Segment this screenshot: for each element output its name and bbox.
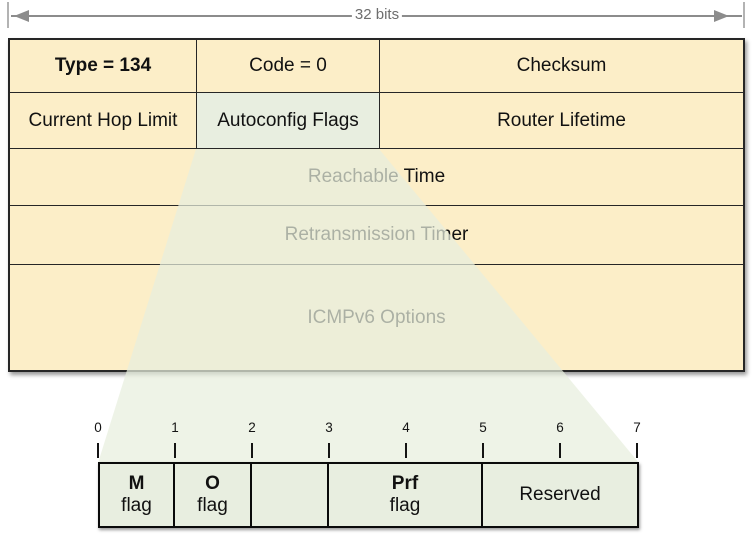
flag-cell-o: O flag (175, 464, 252, 526)
flag-cell-m: M flag (100, 464, 175, 526)
bit-width-indicator: 32 bits (0, 0, 754, 34)
field-autoconfig-flags: Autoconfig Flags (197, 93, 380, 149)
left-end-tick (7, 2, 9, 28)
bit-label-5: 5 (479, 420, 487, 435)
bit-tick-1 (174, 443, 176, 458)
flag-o-letter: O (205, 473, 220, 494)
field-retransmission-timer: Retransmission Timer (10, 206, 743, 265)
flag-reserved-label: Reserved (519, 484, 601, 505)
flag-prf-word: flag (389, 495, 421, 516)
bit-tick-7 (636, 443, 638, 458)
bit-tick-4 (405, 443, 407, 458)
bit-label-2: 2 (248, 420, 256, 435)
right-end-tick (743, 2, 745, 28)
field-code: Code = 0 (197, 40, 380, 93)
flag-cell-reserved: Reserved (483, 464, 637, 526)
flag-m-letter: M (128, 473, 145, 494)
bit-tick-2 (251, 443, 253, 458)
bit-label-0: 0 (94, 420, 102, 435)
bit-tick-6 (559, 443, 561, 458)
field-icmpv6-options: ICMPv6 Options (307, 306, 446, 328)
bit-label-4: 4 (402, 420, 410, 435)
arrow-left-icon (14, 10, 29, 22)
bit-label-6: 6 (556, 420, 564, 435)
bit-label-1: 1 (171, 420, 179, 435)
packet-table: Type = 134 Code = 0 Checksum Current Hop… (8, 38, 745, 372)
bit-label-3: 3 (325, 420, 333, 435)
field-router-lifetime: Router Lifetime (380, 93, 743, 149)
autoconfig-flags-table: M flag O flag Prf flag Reserved (98, 462, 639, 528)
field-type: Type = 134 (10, 40, 197, 93)
flag-cell-prf: Prf flag (329, 464, 483, 526)
bit-label-7: 7 (633, 420, 641, 435)
flag-m-word: flag (121, 495, 152, 516)
bit-tick-5 (482, 443, 484, 458)
field-reachable-time: Reachable Time (10, 149, 743, 206)
field-current-hop-limit: Current Hop Limit (10, 93, 197, 149)
width-label: 32 bits (351, 5, 403, 25)
bit-tick-3 (328, 443, 330, 458)
flag-prf-letter: Prf (391, 473, 419, 494)
arrow-right-icon (714, 10, 729, 22)
bit-tick-0 (97, 443, 99, 458)
flag-cell-unused (252, 464, 329, 526)
field-checksum: Checksum (380, 40, 743, 93)
flag-o-word: flag (197, 495, 228, 516)
